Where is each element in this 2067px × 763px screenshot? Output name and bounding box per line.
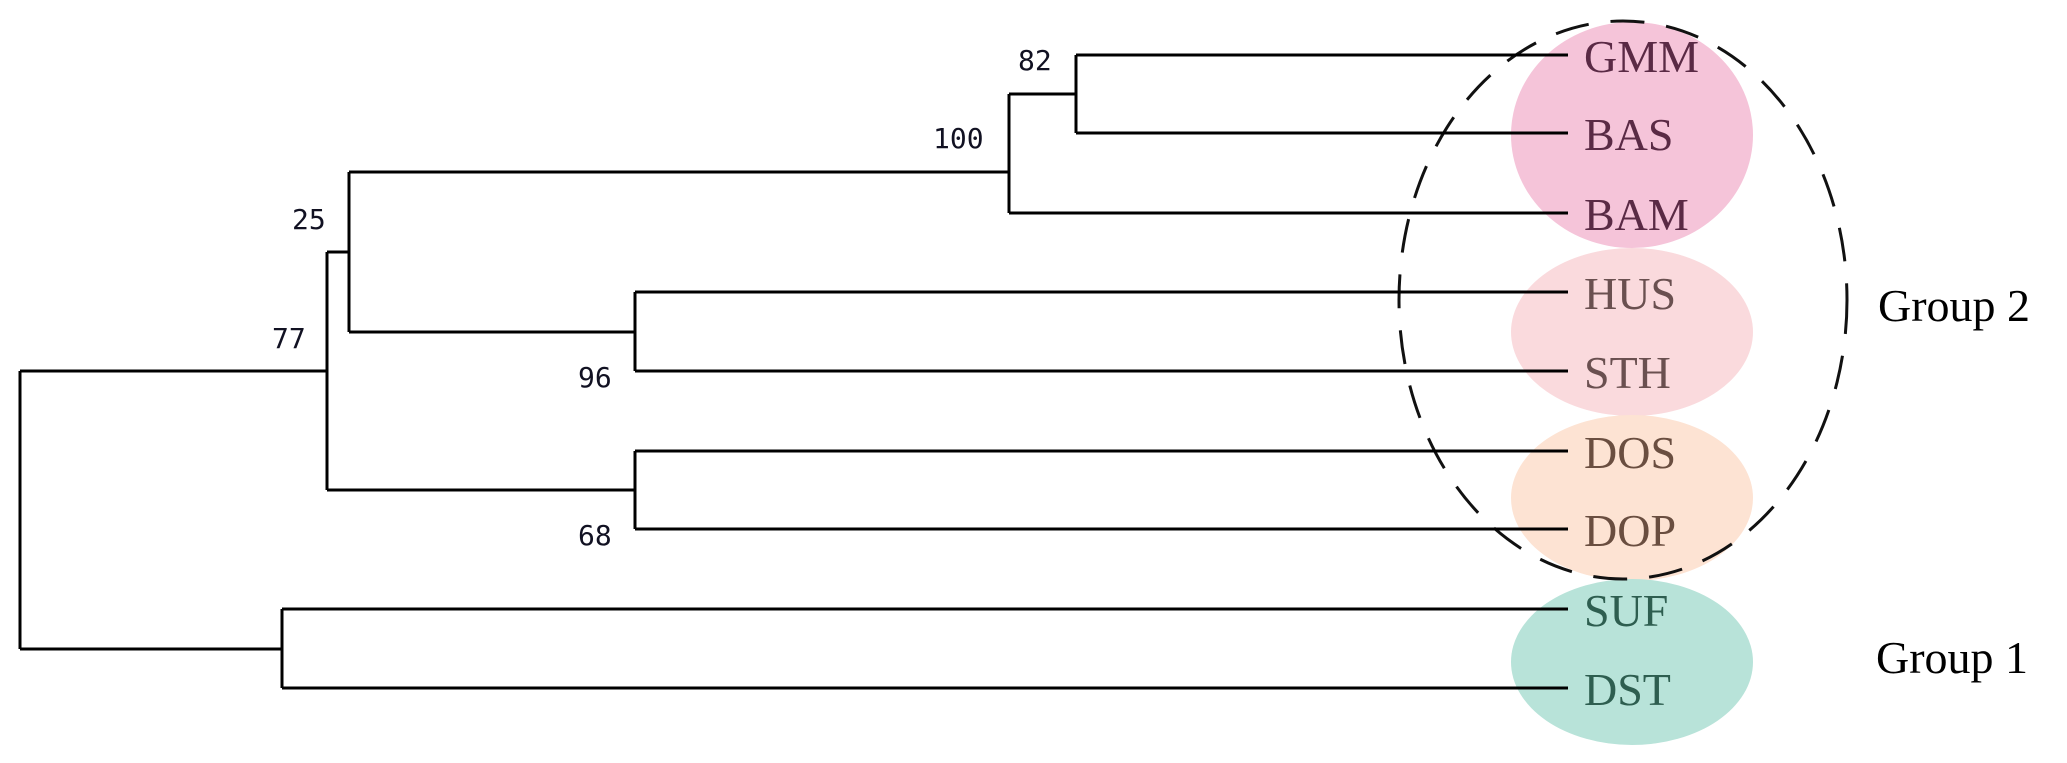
bootstrap-100: 100 xyxy=(933,122,984,155)
bootstrap-68: 68 xyxy=(578,519,612,552)
cluster-ellipse-dos-dop xyxy=(1511,415,1753,581)
leaf-label-sth: STH xyxy=(1584,347,1671,398)
leaf-label-dst: DST xyxy=(1584,664,1671,715)
leaf-label-gmm: GMM xyxy=(1584,31,1699,82)
bootstrap-82: 82 xyxy=(1018,44,1052,77)
bootstrap-96: 96 xyxy=(578,361,612,394)
cluster-ellipse-suf-dst xyxy=(1511,579,1753,745)
leaf-label-bas: BAS xyxy=(1584,109,1673,160)
cluster-ellipse-hus-sth xyxy=(1511,248,1753,416)
leaf-label-dop: DOP xyxy=(1584,505,1676,556)
leaf-label-dos: DOS xyxy=(1584,427,1676,478)
leaf-label-bam: BAM xyxy=(1584,189,1689,240)
group2-label: Group 2 xyxy=(1878,280,2030,331)
group2-dashed-ellipse xyxy=(1397,19,1849,581)
leaf-label-hus: HUS xyxy=(1584,268,1676,319)
cluster-ellipse-gmm-bas-bam xyxy=(1511,22,1753,248)
bootstrap-25: 25 xyxy=(292,203,326,236)
leaf-label-suf: SUF xyxy=(1584,585,1668,636)
group1-label: Group 1 xyxy=(1876,632,2028,683)
bootstrap-77: 77 xyxy=(272,322,306,355)
